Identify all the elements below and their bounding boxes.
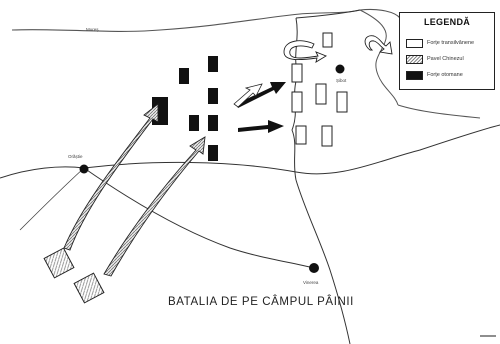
ottoman-unit <box>208 115 218 131</box>
maneuver-arrow-right <box>364 35 393 55</box>
legend-label: Forțe transilvănene <box>427 40 475 46</box>
attack-arrow <box>236 82 286 108</box>
legend-swatch-hatched <box>406 55 423 64</box>
river-mures <box>11 8 401 32</box>
legend-swatch-black <box>406 71 423 80</box>
river-bend <box>359 9 399 106</box>
transylvanian-unit <box>321 125 333 147</box>
retreat-arrow <box>233 83 263 108</box>
legend-swatch-white <box>406 39 423 48</box>
place-label-mures: Mureș <box>86 27 99 32</box>
pavel-arrow-2 <box>103 136 206 277</box>
transylvanian-unit <box>315 83 327 105</box>
road-left-down <box>19 167 85 231</box>
ottoman-unit <box>208 56 218 72</box>
legend-label: Forțe otomane <box>427 72 463 78</box>
transylvanian-unit <box>336 91 348 113</box>
ottoman-unit <box>208 145 218 161</box>
ottoman-unit <box>189 115 199 131</box>
map-title: BATALIA DE PE CÂMPUL PÂINII <box>168 296 354 308</box>
ottoman-unit <box>208 88 218 104</box>
road-south <box>295 179 351 344</box>
river-mures-bank <box>397 104 481 119</box>
attack-arrow <box>238 120 284 133</box>
legend-item-ottoman: Forțe otomane <box>406 71 494 81</box>
transylvanian-unit <box>322 32 333 48</box>
place-label-vinerea: Vinerea <box>303 280 319 285</box>
transylvanian-unit <box>291 63 303 83</box>
town-orastie <box>79 164 89 174</box>
ottoman-unit <box>179 68 189 84</box>
place-label-orastie: Orăștie <box>68 154 83 159</box>
zone-top <box>295 9 361 19</box>
road-main <box>0 124 500 179</box>
legend-box: LEGENDĂ Forțe transilvănene Pavel Chinez… <box>399 12 495 90</box>
legend-item-pavel: Pavel Chinezul <box>406 55 494 65</box>
road-diagonal <box>83 167 315 269</box>
legend-title: LEGENDĂ <box>423 17 471 27</box>
town-vinerea <box>309 263 319 273</box>
maneuver-arrow <box>283 40 328 63</box>
legend-label: Pavel Chinezul <box>427 56 464 62</box>
place-label-sibot: Șibot <box>336 78 347 83</box>
pavel-chinezul-unit <box>43 247 75 279</box>
transylvanian-unit <box>291 91 303 113</box>
pavel-chinezul-unit <box>73 272 105 304</box>
legend-item-transylvanian: Forțe transilvănene <box>406 39 494 49</box>
transylvanian-unit <box>295 125 307 145</box>
pavel-arrow-1 <box>63 103 159 251</box>
town-sibot <box>335 64 345 74</box>
